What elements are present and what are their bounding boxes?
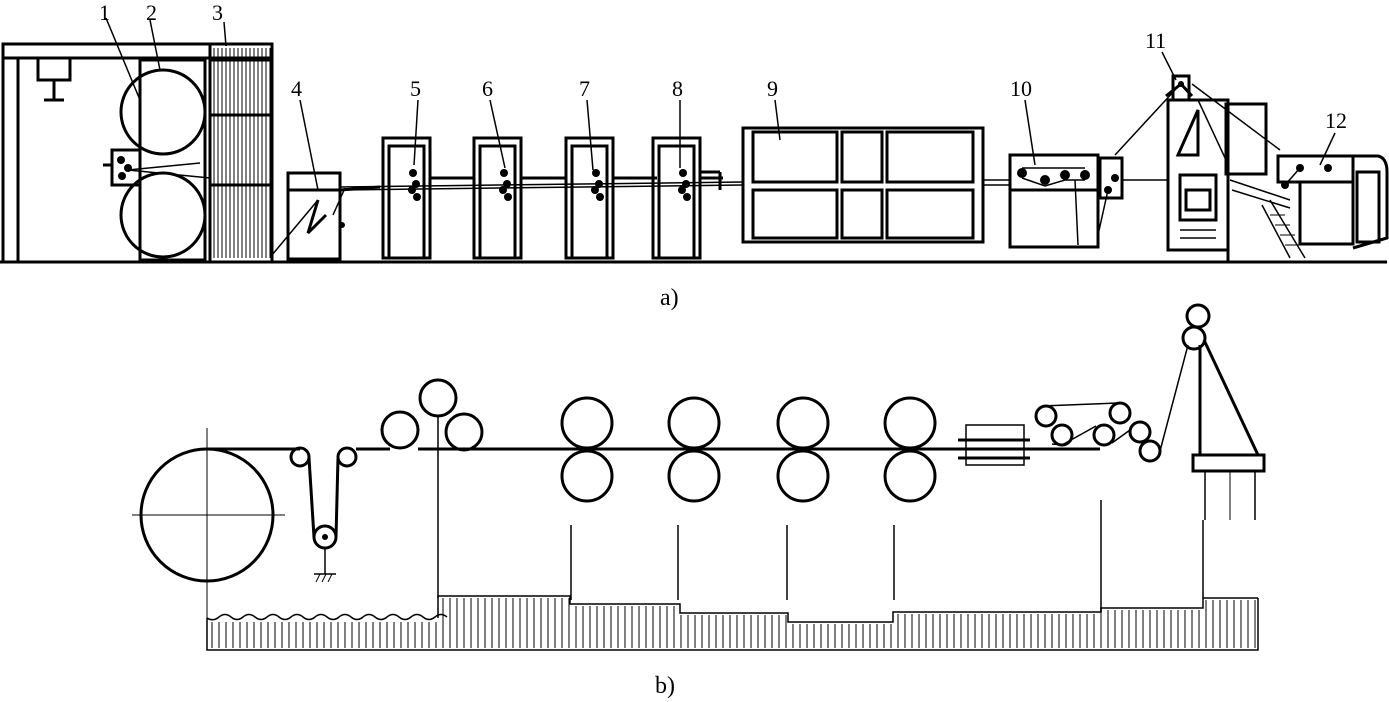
web-path-schematic: b) (132, 303, 1266, 699)
festoon-accumulator (208, 42, 274, 264)
printing-couple (667, 396, 721, 600)
printing-couples (560, 396, 937, 600)
folder-tower (1165, 74, 1306, 262)
label-unit-4: 4 (291, 76, 302, 101)
former-roller-top (1185, 303, 1211, 329)
label-unit-5: 5 (410, 76, 421, 101)
label-unit-3: 3 (212, 0, 223, 25)
printing-couple (776, 396, 830, 600)
label-unit-1: 1 (99, 0, 110, 25)
printing-unit (472, 136, 565, 260)
label-unit-7: 7 (579, 76, 590, 101)
foundation-profile (206, 595, 1259, 651)
caption-b: b) (655, 673, 675, 699)
printing-couple (883, 396, 937, 600)
label-unit-6: 6 (482, 76, 493, 101)
printing-units (381, 136, 723, 260)
printing-unit (564, 136, 657, 260)
unwind-stand (1, 42, 274, 262)
label-unit-9: 9 (767, 76, 778, 101)
printing-unit (651, 136, 723, 260)
infeed-unit (271, 171, 381, 261)
label-unit-8: 8 (672, 76, 683, 101)
cooling-unit (1008, 89, 1176, 249)
machine-elevation-diagram: 1 2 3 4 5 6 7 8 9 10 11 12 a) (0, 0, 1389, 311)
printing-unit (381, 136, 474, 260)
label-unit-2: 2 (146, 0, 157, 25)
caption-a: a) (660, 285, 679, 311)
label-unit-10: 10 (1010, 76, 1032, 101)
dryer-symbol (958, 424, 1030, 466)
dryer-unit (741, 126, 1010, 244)
printing-couple (560, 396, 614, 600)
label-unit-12: 12 (1325, 108, 1347, 133)
former-roller-bottom (1181, 325, 1207, 351)
delivery-unit (1276, 154, 1389, 250)
label-unit-11: 11 (1145, 28, 1166, 53)
